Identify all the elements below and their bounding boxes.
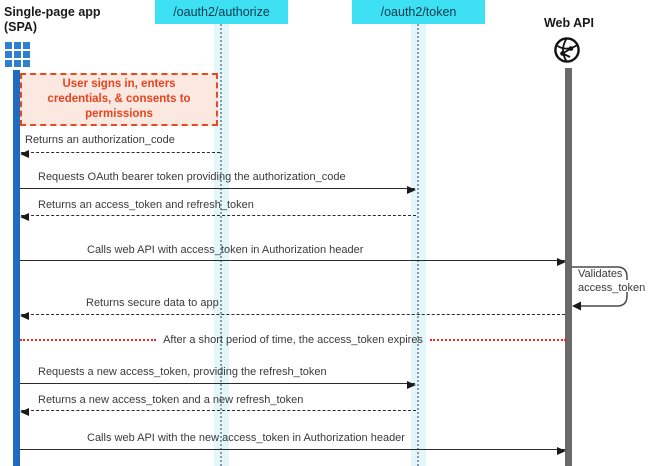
- arrowhead-right-icon: [407, 380, 416, 389]
- arrowhead-right-icon: [407, 185, 416, 194]
- lifeline-webapi-activation-bar: [565, 68, 572, 466]
- message-label: Calls web API with the new access_token …: [87, 432, 405, 444]
- separator-dotted-line: [429, 339, 567, 341]
- message-label: Returns a new access_token and a new ref…: [38, 394, 304, 406]
- actor-webapi-label: Web API: [543, 16, 594, 30]
- lifeline-spa-activation-bar: [13, 70, 20, 466]
- lifeline-token: [411, 24, 426, 466]
- lifeline-authorize: [214, 24, 229, 466]
- actor-spa-label-line2: (SPA): [4, 20, 38, 34]
- arrowhead-left-icon: [20, 311, 29, 320]
- user-signin-note: User signs in, enters credentials, & con…: [20, 73, 218, 126]
- message-arrow: [20, 212, 416, 221]
- message-label: Requests OAuth bearer token providing th…: [38, 171, 346, 183]
- lifeline-dotted-line: [220, 24, 222, 466]
- app-grid-icon: [5, 42, 30, 67]
- separator-dotted-line: [20, 339, 157, 341]
- lifeline-dotted-line: [417, 24, 419, 466]
- actor-spa-label-line1: Single-page app: [4, 5, 101, 19]
- arrowhead-right-icon: [557, 257, 566, 266]
- endpoint-token-label: /oauth2/token: [380, 5, 457, 19]
- message-label: Returns an access_token and refresh_toke…: [38, 199, 254, 211]
- arrowhead-left-icon: [20, 212, 29, 221]
- message-arrow: [20, 149, 220, 158]
- message-arrow: [20, 446, 566, 455]
- endpoint-authorize-box: /oauth2/authorize: [155, 0, 288, 24]
- self-message-bracket: [572, 266, 628, 311]
- separator-label: After a short period of time, the access…: [163, 334, 423, 346]
- arrowhead-left-icon: [20, 149, 29, 158]
- endpoint-token-box: /oauth2/token: [352, 0, 485, 24]
- message-arrow: [20, 311, 565, 320]
- message-arrow: [20, 407, 416, 416]
- arrowhead-right-icon: [557, 446, 566, 455]
- message-label: Calls web API with access_token in Autho…: [87, 244, 364, 256]
- user-signin-note-text: User signs in, enters credentials, & con…: [47, 78, 191, 120]
- token-expiry-separator: After a short period of time, the access…: [20, 333, 567, 347]
- self-message-label: Validates: [578, 268, 623, 280]
- message-arrow: [20, 380, 416, 389]
- globe-api-icon: [554, 37, 580, 63]
- arrowhead-left-icon: [20, 407, 29, 416]
- self-message-label: access_token: [578, 282, 646, 294]
- endpoint-authorize-label: /oauth2/authorize: [173, 5, 270, 19]
- message-arrow: [20, 257, 566, 266]
- message-arrow: [20, 185, 416, 194]
- actor-spa-label: Single-page app (SPA): [4, 5, 101, 35]
- message-label: Requests a new access_token, providing t…: [38, 366, 327, 378]
- message-label: Returns an authorization_code: [25, 134, 175, 146]
- message-label: Returns secure data to app: [86, 297, 219, 309]
